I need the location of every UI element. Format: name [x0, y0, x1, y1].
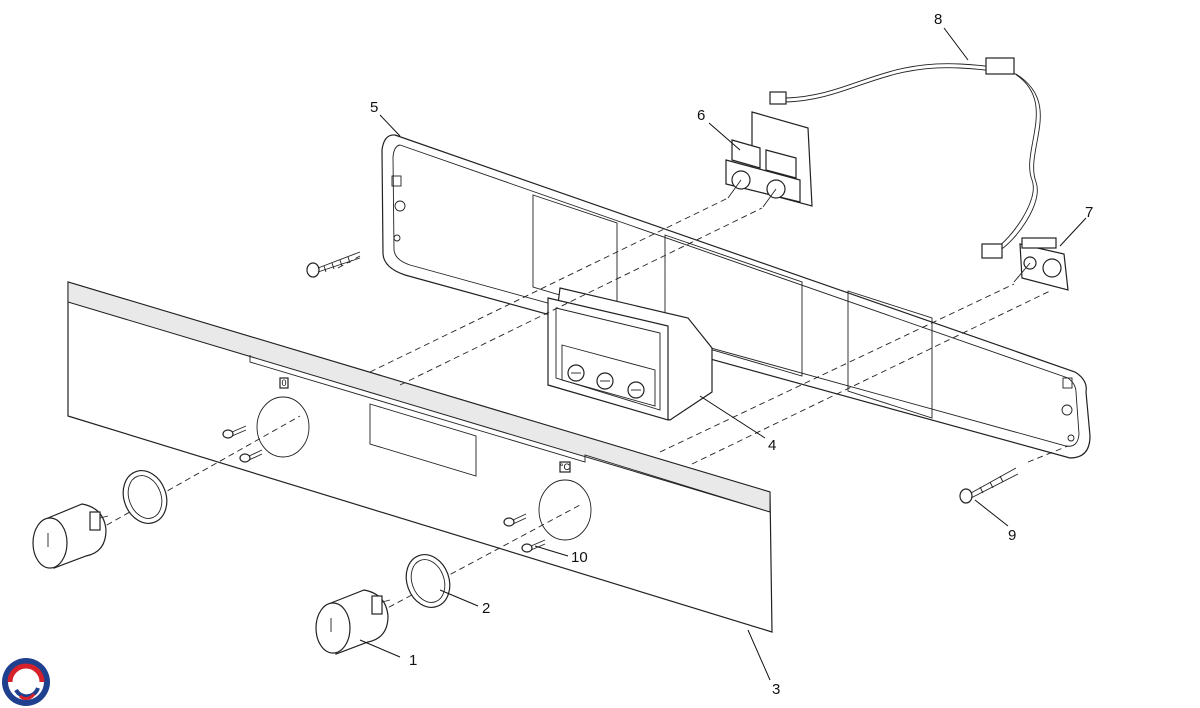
symbol-zero: 0 — [281, 378, 286, 388]
timer-module — [547, 287, 713, 421]
screw-fascia-3 — [503, 513, 527, 527]
callout-10: 10 — [571, 549, 588, 566]
knob-right — [315, 589, 391, 655]
control-board — [725, 91, 813, 208]
front-fascia-panel — [67, 281, 773, 633]
knob-rings — [122, 470, 451, 608]
screw-rear-left — [306, 251, 361, 278]
callout-1: 1 — [409, 652, 417, 669]
knob-ring-left — [122, 470, 168, 524]
selector-switch — [1013, 237, 1069, 291]
callout-8: 8 — [934, 11, 942, 28]
control-knobs — [32, 503, 391, 655]
projection-lines — [97, 197, 1069, 613]
callout-5: 5 — [370, 99, 378, 116]
leader-lines — [359, 27, 1087, 681]
callout-4: 4 — [768, 437, 776, 454]
callout-6: 6 — [697, 107, 705, 124]
callout-2: 2 — [482, 600, 490, 617]
callout-7: 7 — [1085, 204, 1093, 221]
screw-rear-right — [959, 467, 1019, 504]
screw-fascia-4 — [521, 539, 546, 553]
brand-logo — [2, 658, 50, 706]
knob-ring-right — [405, 554, 451, 608]
knob-left — [32, 503, 109, 569]
wiring-harness — [785, 57, 1041, 259]
symbol-celsius: °C — [560, 462, 571, 472]
rear-frame — [381, 134, 1091, 459]
callout-3: 3 — [772, 681, 780, 698]
screw-fascia-2 — [239, 449, 263, 463]
screws — [222, 251, 1019, 553]
callout-9: 9 — [1008, 527, 1016, 544]
screw-fascia-1 — [222, 425, 247, 439]
